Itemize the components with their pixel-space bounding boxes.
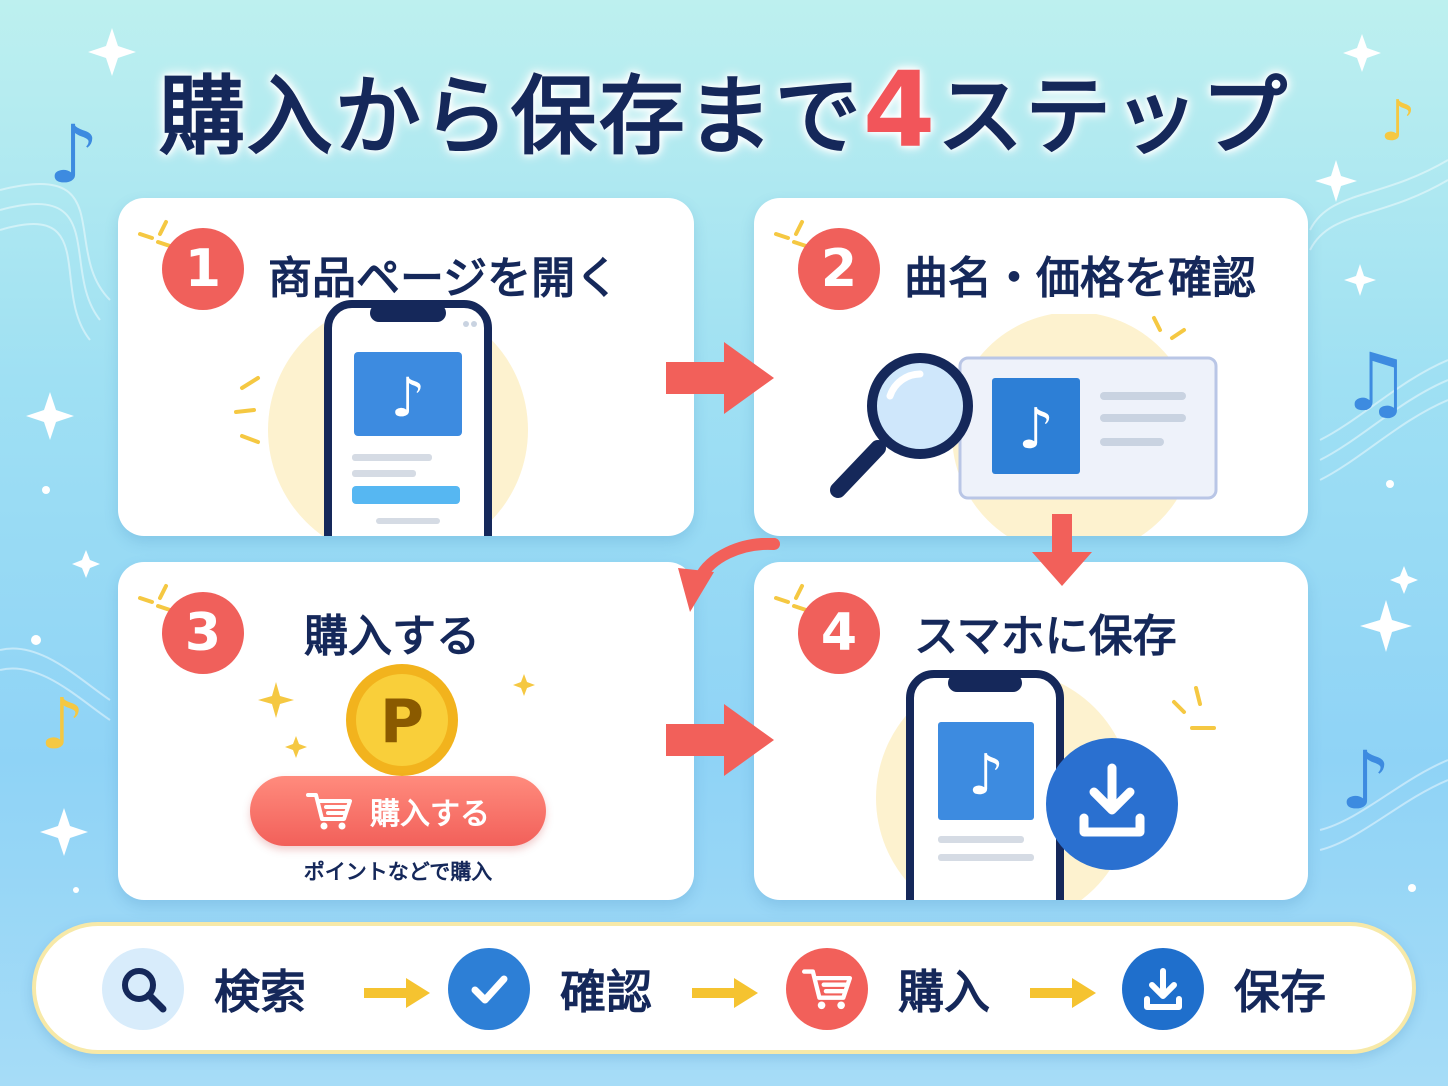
step-number-badge: 1 (162, 228, 244, 310)
step-card-4: 4 スマホに保存 ♪ (754, 562, 1308, 900)
svg-text:♪: ♪ (1018, 397, 1054, 462)
flow-step-purchase: 購入 (786, 948, 990, 1030)
smartphone-download-icon: ♪ (876, 670, 1216, 900)
flow-step-search: 検索 (102, 948, 306, 1030)
step-title: 商品ページを開く (268, 253, 620, 304)
summary-flow-bar: 検索 確認 購入 保存 (32, 922, 1416, 1054)
purchase-caption: ポイントなどで購入 (303, 860, 493, 884)
arrow-right-icon (666, 342, 774, 414)
download-icon (1122, 948, 1204, 1030)
flow-label: 検索 (214, 965, 306, 1019)
product-card-icon: ♪ (952, 314, 1218, 536)
flow-arrow-icon (1030, 978, 1096, 1008)
search-icon (102, 948, 184, 1030)
svg-text:♪: ♪ (1340, 734, 1391, 827)
purchase-button[interactable]: 購入する (250, 776, 546, 846)
arrow-down-icon (1032, 514, 1092, 586)
svg-text:P: P (380, 687, 424, 757)
cart-icon (786, 948, 868, 1030)
svg-text:♫: ♫ (1340, 336, 1412, 429)
step-card-2: 2 曲名・価格を確認 ♪ (754, 198, 1308, 536)
cart-icon (306, 793, 352, 830)
page-title: 購入から保存まで4ステップ (0, 58, 1448, 162)
magnifier-icon (830, 353, 973, 498)
check-icon (448, 948, 530, 1030)
flow-step-save: 保存 (1122, 948, 1326, 1030)
flow-label: 保存 (1234, 965, 1326, 1019)
svg-text:♪: ♪ (391, 366, 425, 429)
step-number-badge: 3 (162, 592, 244, 674)
title-suffix: ステップ (937, 67, 1290, 167)
flow-arrow-icon (692, 978, 758, 1008)
arrow-curved-icon (678, 538, 780, 612)
svg-text:♪: ♪ (968, 743, 1004, 808)
title-number: 4 (862, 49, 938, 171)
flow-label: 確認 (560, 965, 652, 1019)
flow-arrow-icon (364, 978, 430, 1008)
arrow-right-icon (666, 704, 774, 776)
step-card-3: 3 購入する P (118, 562, 694, 900)
step-title: スマホに保存 (914, 611, 1177, 662)
title-main: 購入から保存まで (158, 67, 863, 167)
step-title: 購入する (304, 611, 480, 662)
step-title: 曲名・価格を確認 (904, 253, 1256, 304)
smartphone-icon: ♪ (234, 300, 528, 536)
flow-label: 購入 (898, 965, 990, 1019)
point-coin-icon: P (258, 664, 535, 776)
flow-step-confirm: 確認 (448, 948, 652, 1030)
step-card-1: 1 商品ページを開く ♪ (118, 198, 694, 536)
svg-text:♪: ♪ (40, 683, 85, 765)
purchase-button-label: 購入する (370, 797, 490, 832)
step-number-badge: 2 (798, 228, 880, 310)
step-number-badge: 4 (798, 592, 880, 674)
